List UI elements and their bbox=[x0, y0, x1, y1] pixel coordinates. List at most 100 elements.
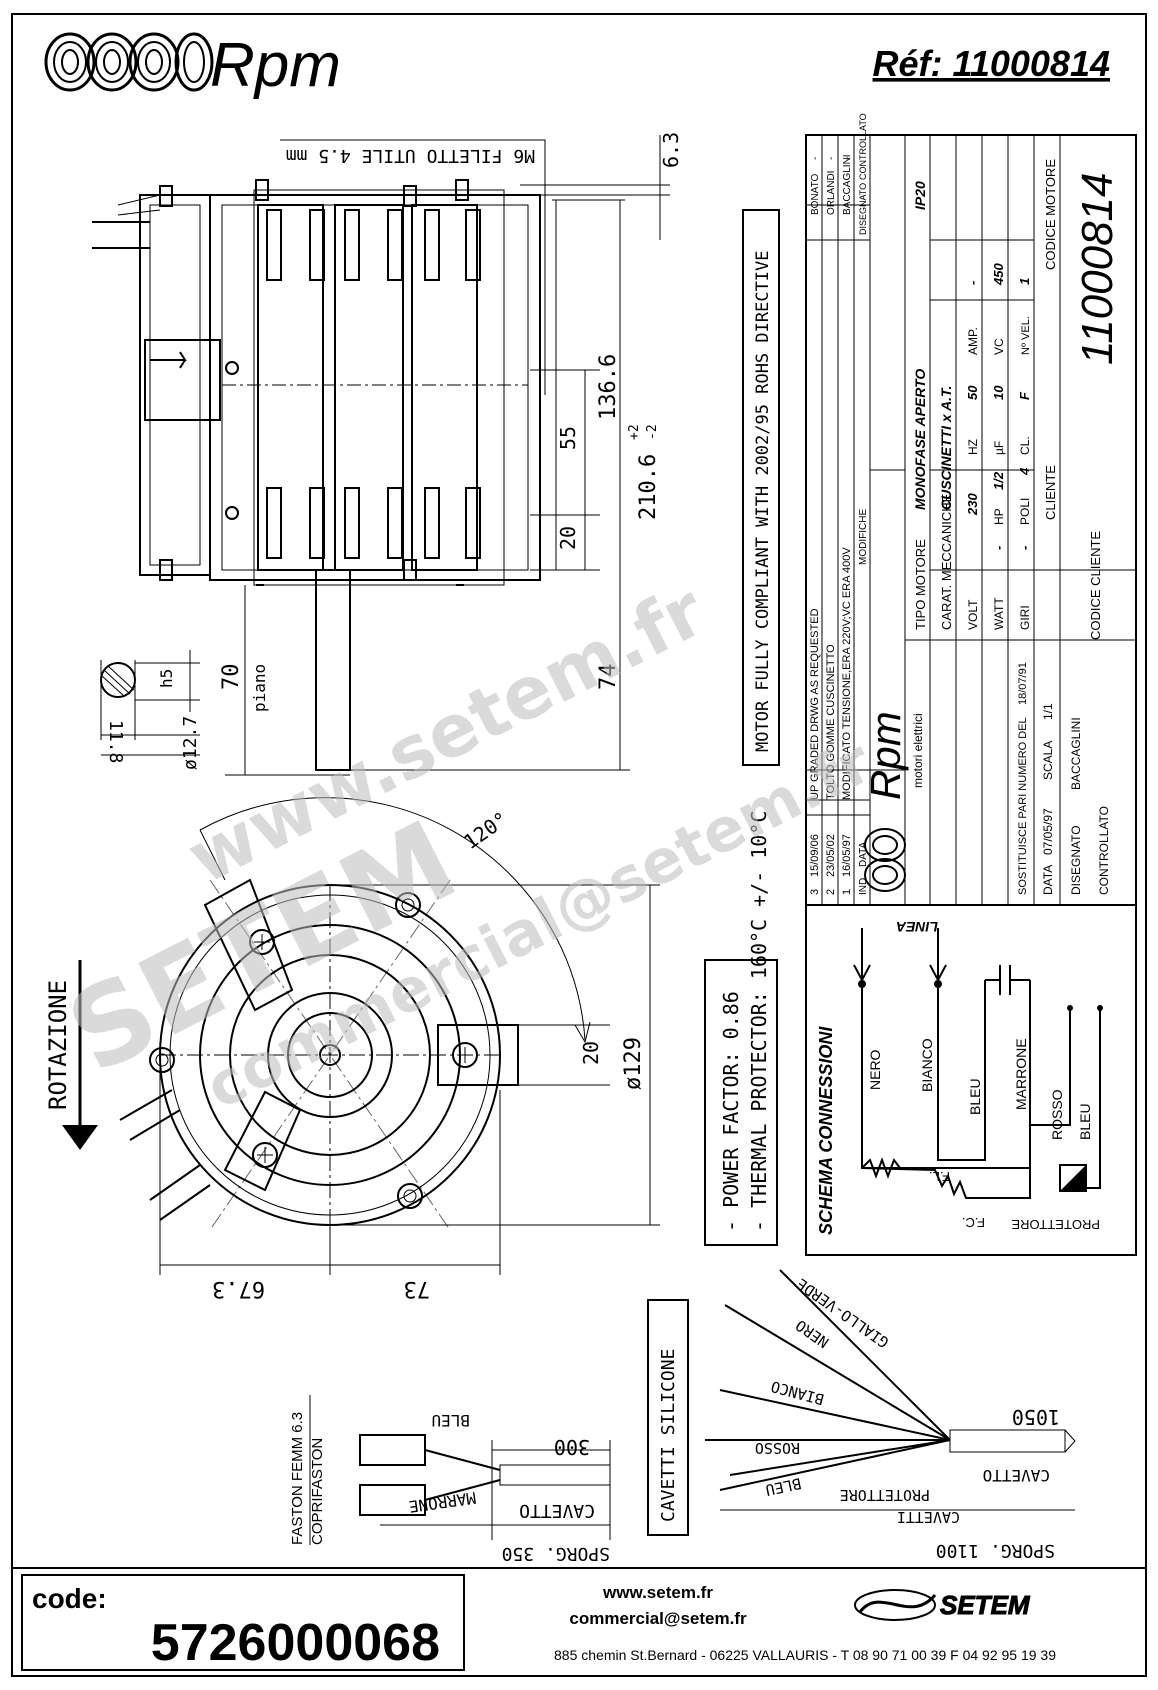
motor-side-view bbox=[92, 179, 541, 771]
uf-label: µF bbox=[992, 441, 1006, 455]
amp-label: AMP. bbox=[966, 327, 980, 355]
hp-label: HP bbox=[992, 508, 1006, 525]
ip-rating: IP20 bbox=[912, 181, 928, 210]
rev-1-date: 16/05/97 bbox=[841, 834, 853, 877]
sporg-350-label: SPORG. 350 bbox=[502, 1543, 610, 1564]
volt-value: 230 bbox=[965, 493, 980, 516]
silicone-protettore-label: PROTETTORE bbox=[840, 1486, 930, 1504]
title-block-rpm-sub: motori elettrici bbox=[911, 713, 925, 788]
dim-11-8: 11.8 bbox=[105, 720, 126, 763]
dim-136-6: 136.6 bbox=[596, 354, 621, 420]
h5-label: h5 bbox=[157, 669, 176, 688]
marrone-label: MARRONE bbox=[1013, 1038, 1029, 1110]
title-block: 3 15/09/06 UP GRADED DRWG AS REQUESTED B… bbox=[805, 113, 1137, 906]
side-view-dimensions: M6 FILETTO UTILE 4.5 mm 6.3 136.6 55 20 … bbox=[100, 132, 683, 776]
cavetti-label: CAVETTI bbox=[897, 1508, 960, 1526]
rev-1-ind: 1 bbox=[841, 889, 853, 895]
rev-2-con: - bbox=[826, 157, 837, 160]
rev-head-modifiche: MODIFICHE bbox=[858, 509, 869, 565]
giri-label: GIRI bbox=[1018, 605, 1032, 630]
sostituisce-date: 18/07/91 bbox=[1017, 662, 1029, 705]
rev-3-con: - bbox=[810, 157, 821, 160]
nero-label: NERO bbox=[867, 1049, 883, 1090]
code-box bbox=[21, 1574, 465, 1671]
footer-email: commercial@setem.fr bbox=[569, 1609, 747, 1628]
footer: code: 5726000068 www.setem.fr commercial… bbox=[12, 1567, 1146, 1672]
uf-value: 10 bbox=[991, 385, 1006, 400]
reference-number: Réf: 11000814 bbox=[873, 43, 1111, 84]
rpm-header-logo: Rpm bbox=[44, 31, 341, 100]
tipo-motore-label: TIPO MOTORE bbox=[913, 539, 928, 630]
volt-label: VOLT bbox=[966, 599, 980, 630]
faston-label: FASTON FEMM 6.3 bbox=[289, 1412, 306, 1545]
rev-2-text: TOLTO GOMME CUSCINETTO bbox=[825, 644, 837, 800]
dim-55: 55 bbox=[556, 426, 580, 450]
rotation-arrow-icon bbox=[150, 351, 187, 369]
rev-head-data: DATA bbox=[858, 841, 869, 867]
rotazione-label: ROTAZIONE bbox=[44, 980, 72, 1110]
poli-value: 4 bbox=[1017, 467, 1032, 476]
scala-label: SCALA bbox=[1041, 741, 1055, 780]
screw-icon bbox=[395, 892, 421, 918]
arrow-down-icon bbox=[853, 964, 947, 983]
power-factor-note: - POWER FACTOR: 0.86 bbox=[719, 991, 743, 1232]
silicone-bleu-label: BLEU bbox=[764, 1474, 803, 1499]
setem-logo-text: SETEM bbox=[940, 1590, 1031, 1620]
schema-title: SCHEMA CONNESSIONI bbox=[816, 1026, 836, 1235]
dim-120: 120° bbox=[459, 807, 512, 854]
rev-2-date: 23/05/02 bbox=[825, 834, 837, 877]
code-value: 5726000068 bbox=[151, 1614, 440, 1672]
rev-1-dis: BACCAGLINI bbox=[842, 154, 853, 215]
silicone-box bbox=[647, 1299, 689, 1536]
bianco-label: BIANCO bbox=[919, 1038, 935, 1092]
rev-1-text: MODIFICATO TENSIONE,ERA 220V;VC ERA 400V bbox=[841, 547, 853, 800]
sostituisce-label: SOSTITUISCE PARI NUMERO DEL bbox=[1017, 717, 1029, 895]
m6-thread-label: M6 FILETTO UTILE 4.5 mm bbox=[286, 145, 535, 166]
protettore-label: PROTETTORE bbox=[1011, 1217, 1100, 1232]
dim-1050: 1050 bbox=[1012, 1405, 1060, 1429]
giri-value: - bbox=[1017, 546, 1032, 550]
rev-3-date: 15/09/06 bbox=[809, 834, 821, 877]
silicone-label: CAVETTI SILICONE bbox=[658, 1349, 679, 1522]
scala-value: 1/1 bbox=[1041, 703, 1055, 720]
carat-label: CARAT. MECCANICHE bbox=[939, 493, 954, 630]
cable-diagram-faston: FASTON FEMM 6.3 COPRIFASTON BLEU MARRONE… bbox=[289, 1395, 611, 1564]
cl-value: F bbox=[1017, 391, 1032, 400]
dim-67-3: 67.3 bbox=[212, 1276, 265, 1301]
poli-label: POLI bbox=[1018, 498, 1032, 525]
footer-web: www.setem.fr bbox=[602, 1583, 713, 1602]
brand-text: Rpm bbox=[210, 31, 341, 100]
amp-value: - bbox=[965, 281, 980, 285]
coil-logo-icon bbox=[44, 32, 214, 92]
bleu-label: BLEU bbox=[967, 1078, 983, 1115]
vc-value: 450 bbox=[991, 263, 1006, 286]
screw-icon bbox=[397, 1183, 423, 1209]
title-block-coil-icon bbox=[864, 828, 906, 892]
vel-label: Nº VEL. bbox=[1020, 316, 1032, 355]
watt-value: - bbox=[991, 546, 1006, 550]
faston-connector-icon bbox=[359, 1434, 426, 1466]
rev-3-text: UP GRADED DRWG AS REQUESTED bbox=[809, 608, 821, 800]
screw-icon bbox=[149, 1047, 175, 1073]
specs-box bbox=[704, 959, 778, 1246]
rohs-note: MOTOR FULLY COMPLIANT WITH 2002/95 ROHS … bbox=[753, 250, 773, 752]
coprifaston-label: COPRIFASTON bbox=[309, 1438, 326, 1545]
silicone-bianco-label: BIANCO bbox=[769, 1377, 826, 1408]
rev-head-disegnato: DISEGNATO bbox=[858, 183, 868, 235]
rev-3-dis: BONATO bbox=[810, 173, 821, 215]
motor-front-view: 120° 20 ø129 67.3 73 ROTAZIONE bbox=[44, 797, 660, 1301]
dim-12-7: ø12.7 bbox=[180, 716, 201, 770]
carat-value: CUSCINETTI x A.T. bbox=[938, 386, 954, 510]
fc-label: F.C. bbox=[962, 1215, 985, 1230]
tipo-motore: MONOFASE APERTO bbox=[912, 369, 928, 510]
resistor-icon bbox=[861, 1157, 901, 1179]
fl-label: F.L. bbox=[929, 1169, 950, 1184]
hz-value: 50 bbox=[965, 385, 980, 400]
faston-bleu-label: BLEU bbox=[431, 1411, 470, 1430]
rev-2-ind: 2 bbox=[825, 889, 837, 895]
dim-73: 73 bbox=[404, 1276, 431, 1301]
code-label: code: bbox=[32, 1583, 107, 1614]
setem-logo-icon bbox=[854, 1589, 937, 1621]
cl-label: CL. bbox=[1018, 436, 1032, 455]
vel-value: 1 bbox=[1017, 278, 1032, 285]
